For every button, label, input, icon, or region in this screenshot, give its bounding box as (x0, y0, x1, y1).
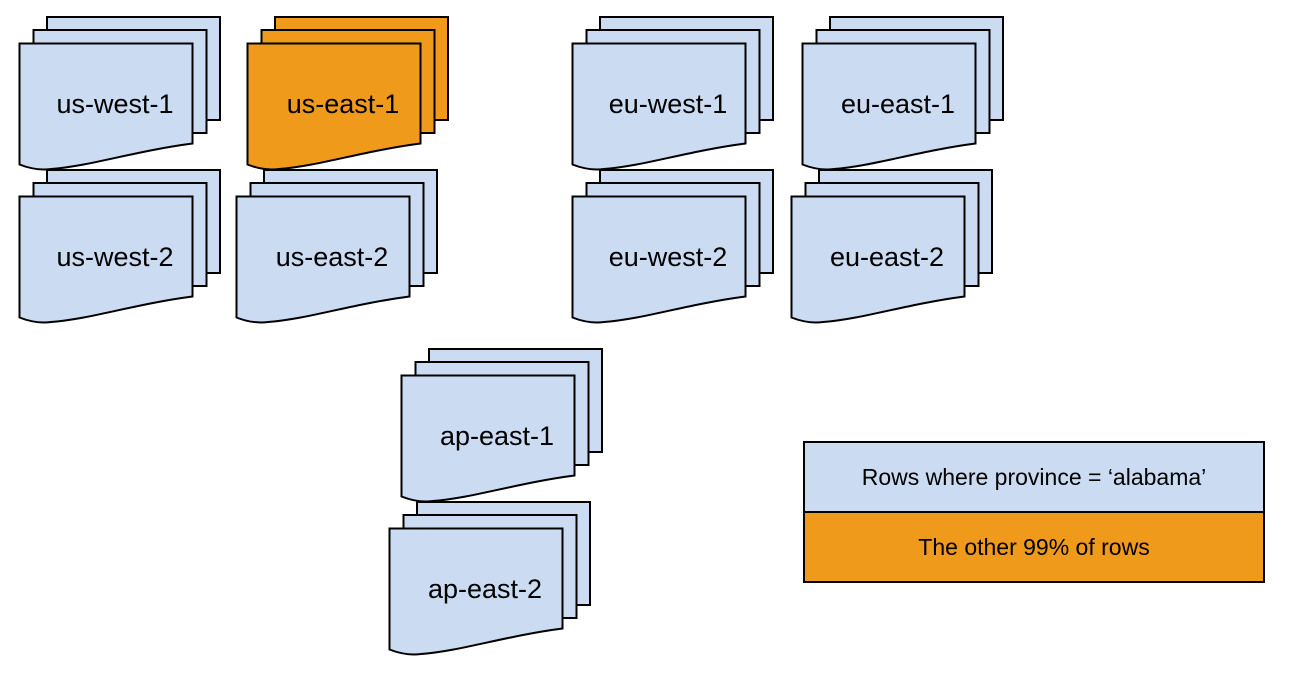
legend-row-other: The other 99% of rows (805, 513, 1263, 581)
region-label: us-west-2 (56, 242, 173, 272)
region-stack-us-east-2: us-east-2 (235, 169, 451, 329)
region-stack-us-west-2: us-west-2 (18, 169, 234, 329)
legend-label-other: The other 99% of rows (918, 533, 1150, 560)
document-stack-icon: us-east-2 (235, 169, 438, 324)
document-stack-icon: ap-east-2 (388, 501, 591, 656)
region-stack-eu-east-1: eu-east-1 (801, 16, 1017, 176)
region-stack-eu-west-1: eu-west-1 (571, 16, 787, 176)
document-stack-icon: eu-west-1 (571, 16, 774, 171)
region-label: eu-east-2 (830, 242, 944, 272)
legend: Rows where province = ‘alabama’ The othe… (803, 441, 1265, 583)
legend-row-alabama: Rows where province = ‘alabama’ (805, 443, 1263, 513)
region-stack-us-east-1: us-east-1 (246, 16, 462, 176)
region-stack-ap-east-2: ap-east-2 (388, 501, 604, 661)
region-label: us-west-1 (56, 89, 173, 119)
legend-label-alabama: Rows where province = ‘alabama’ (861, 463, 1207, 490)
region-stack-eu-west-2: eu-west-2 (571, 169, 787, 329)
region-stack-us-west-1: us-west-1 (18, 16, 234, 176)
document-stack-icon: us-west-2 (18, 169, 221, 324)
region-label: eu-east-1 (841, 89, 955, 119)
document-stack-icon: us-west-1 (18, 16, 221, 171)
region-label: ap-east-2 (428, 574, 542, 604)
document-stack-icon: ap-east-1 (400, 348, 603, 503)
region-label: us-east-1 (287, 89, 400, 119)
document-stack-icon: us-east-1 (246, 16, 449, 171)
region-label: eu-west-2 (609, 242, 728, 272)
document-stack-icon: eu-west-2 (571, 169, 774, 324)
region-label: us-east-2 (276, 242, 389, 272)
document-stack-icon: eu-east-2 (790, 169, 993, 324)
region-label: eu-west-1 (609, 89, 728, 119)
region-label: ap-east-1 (440, 421, 554, 451)
document-stack-icon: eu-east-1 (801, 16, 1004, 171)
region-stack-eu-east-2: eu-east-2 (790, 169, 1006, 329)
region-stack-ap-east-1: ap-east-1 (400, 348, 616, 508)
